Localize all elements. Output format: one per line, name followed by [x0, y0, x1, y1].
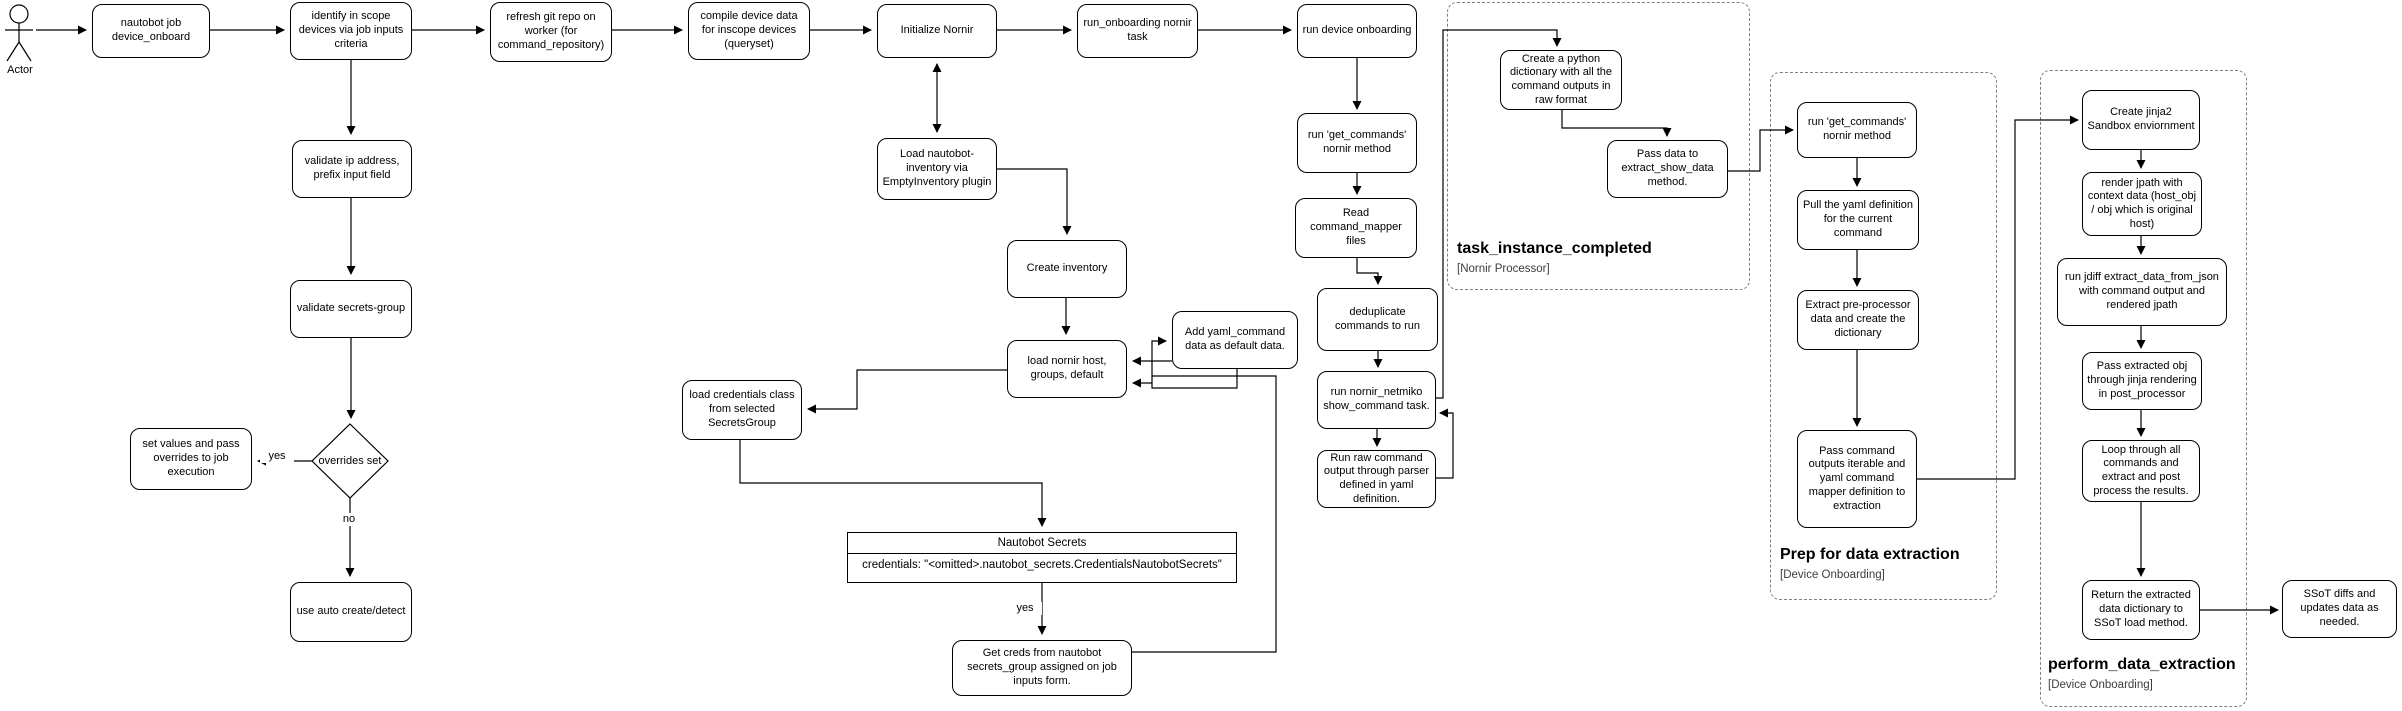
- actor-figure: [5, 4, 33, 62]
- edge-label-no-overrides: no: [332, 513, 366, 526]
- node-run-device-onboarding: run device onboarding: [1297, 4, 1417, 58]
- node-compile-device-data: compile device data for inscope devices …: [688, 2, 810, 60]
- node-read-command-mapper-files: Read command_mapper files: [1295, 198, 1417, 258]
- edge-label-yes-secrets: yes: [1008, 602, 1042, 615]
- node-run-raw-command-through-parser: Run raw command output through parser de…: [1317, 450, 1436, 508]
- node-add-yaml-command-data: Add yaml_command data as default data.: [1172, 311, 1298, 369]
- group-perform-data-extraction: [2040, 70, 2247, 707]
- node-run-onboarding-nornir-task: run_onboarding nornir task: [1077, 4, 1198, 58]
- group-subtitle-device-onboarding-perform: [Device Onboarding]: [2048, 679, 2153, 691]
- node-pass-extracted-obj-jinja: Pass extracted obj through jinja renderi…: [2082, 352, 2202, 410]
- group-title-prep-for-data-extraction: Prep for data extraction: [1780, 546, 1960, 563]
- node-render-jpath-with-context-data: render jpath with context data (host_obj…: [2082, 172, 2202, 236]
- node-pass-command-outputs-iterable: Pass command outputs iterable and yaml c…: [1797, 430, 1917, 528]
- node-get-creds-from-secrets-group: Get creds from nautobot secrets_group as…: [952, 640, 1132, 696]
- node-validate-ip-address: validate ip address, prefix input field: [292, 140, 412, 198]
- group-subtitle-nornir-processor: [Nornir Processor]: [1457, 263, 1550, 275]
- node-ssot-diffs-and-updates: SSoT diffs and updates data as needed.: [2282, 580, 2397, 638]
- node-load-credentials-class: load credentials class from selected Sec…: [682, 380, 802, 440]
- node-validate-secrets-group: validate secrets-group: [290, 280, 412, 338]
- edge-label-yes-overrides: yes: [260, 450, 294, 463]
- node-pass-data-extract-show-data: Pass data to extract_show_data method.: [1607, 140, 1728, 198]
- node-identify-in-scope-devices: identify in scope devices via job inputs…: [290, 2, 412, 60]
- node-extract-pre-processor-data: Extract pre-processor data and create th…: [1797, 290, 1919, 350]
- node-load-nautobot-inventory: Load nautobot-inventory via EmptyInvento…: [877, 138, 997, 200]
- node-use-auto-create-detect: use auto create/detect: [290, 582, 412, 642]
- node-return-extracted-data-dictionary: Return the extracted data dictionary to …: [2082, 580, 2200, 640]
- node-deduplicate-commands: deduplicate commands to run: [1317, 288, 1438, 351]
- group-prep-for-data-extraction: [1770, 72, 1997, 600]
- group-task-instance-completed: [1447, 2, 1750, 290]
- node-refresh-git-repo: refresh git repo on worker (for command_…: [490, 2, 612, 62]
- node-load-nornir-host-groups-default: load nornir host, groups, default: [1007, 340, 1127, 398]
- node-nautobot-job-device-onboard: nautobot job device_onboard: [92, 4, 210, 58]
- decision-label-overrides-set: overrides set: [318, 455, 382, 467]
- node-loop-through-all-commands: Loop through all commands and extract an…: [2082, 440, 2200, 502]
- nautobot-secrets-credentials-row: credentials: "<omitted>.nautobot_secrets…: [862, 559, 1222, 571]
- node-initialize-nornir: Initialize Nornir: [877, 4, 997, 58]
- group-title-task-instance-completed: task_instance_completed: [1457, 240, 1652, 257]
- nautobot-secrets-table-title: Nautobot Secrets: [848, 533, 1236, 554]
- actor-label: Actor: [7, 64, 33, 76]
- decision-diamond-overrides-set: [311, 423, 389, 499]
- node-set-values-pass-overrides: set values and pass overrides to job exe…: [130, 428, 252, 490]
- node-create-jinja2-sandbox: Create jinja2 Sandbox enviornment: [2082, 90, 2200, 150]
- nautobot-secrets-table: Nautobot Secrets credentials: "<omitted>…: [847, 532, 1237, 583]
- node-create-inventory: Create inventory: [1007, 240, 1127, 298]
- node-run-jdiff-extract-data-from-json: run jdiff extract_data_from_json with co…: [2057, 258, 2227, 326]
- node-run-get-commands-nornir-method-2: run 'get_commands' nornir method: [1797, 102, 1917, 158]
- node-create-python-dictionary: Create a python dictionary with all the …: [1500, 50, 1622, 110]
- node-run-nornir-netmiko-show-command: run nornir_netmiko show_command task.: [1317, 371, 1436, 429]
- group-title-perform-data-extraction: perform_data_extraction: [2048, 656, 2236, 673]
- group-subtitle-device-onboarding-prep: [Device Onboarding]: [1780, 569, 1885, 581]
- node-run-get-commands-nornir-method: run 'get_commands' nornir method: [1297, 113, 1417, 173]
- node-pull-yaml-definition: Pull the yaml definition for the current…: [1797, 190, 1919, 250]
